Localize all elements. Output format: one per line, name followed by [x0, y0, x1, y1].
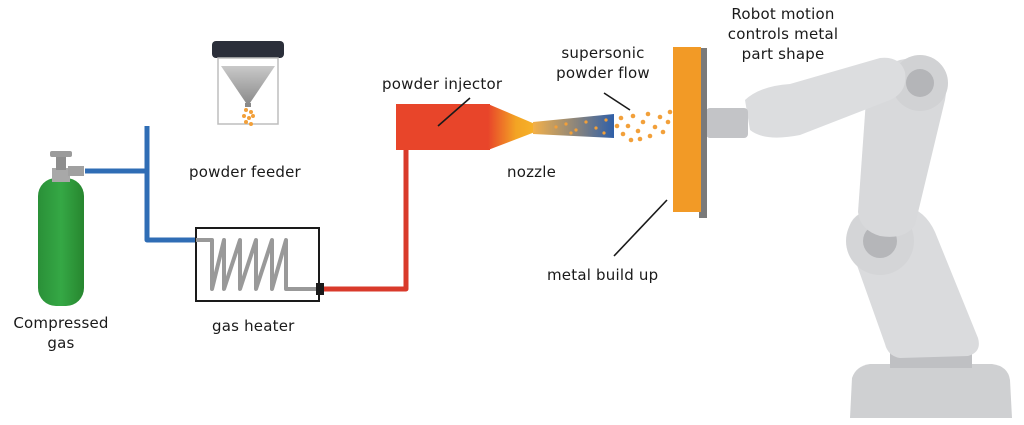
build-plate-backing	[699, 48, 707, 218]
feeder-lid	[212, 41, 284, 58]
label-supersonic-line2: powder flow	[556, 64, 650, 82]
cylinder-neck	[52, 168, 70, 182]
gas-cylinder	[38, 151, 84, 306]
gas-jet	[533, 114, 614, 138]
label-gas-heater: gas heater	[212, 317, 295, 335]
cylinder-regulator	[68, 166, 84, 176]
label-robot-line3: part shape	[741, 45, 825, 63]
cylinder-valve-handle	[50, 151, 72, 157]
leader-supersonic-flow	[603, 92, 631, 111]
leader-powder-injector	[437, 97, 471, 127]
label-robot-motion: Robot motion controls metal part shape	[708, 4, 858, 64]
supersonic-powder-particles	[614, 109, 673, 143]
cold-gas-line	[85, 126, 196, 243]
cylinder-body	[38, 178, 84, 306]
robot-wrist	[706, 108, 748, 138]
heater-outlet	[316, 283, 324, 295]
label-compressed-gas: Compressed gas	[2, 313, 120, 353]
feeder-hopper	[221, 66, 275, 103]
label-powder-injector: powder injector	[382, 75, 503, 93]
feeder-powder-particles	[242, 108, 255, 126]
robot-forearm	[745, 57, 906, 138]
powder-injector	[396, 104, 490, 150]
jet-particles	[554, 118, 608, 135]
robot-base	[850, 364, 1012, 418]
label-supersonic-powder-flow: supersonic powder flow	[536, 43, 670, 83]
label-compressed-gas-line2: gas	[47, 334, 75, 352]
label-robot-line2: controls metal	[727, 25, 839, 43]
metal-build-up-plate	[673, 47, 701, 212]
leader-metal-build-up	[613, 199, 668, 257]
robot-shoulder-joint	[906, 69, 934, 97]
gas-heater	[195, 227, 324, 302]
nozzle	[488, 104, 535, 150]
label-metal-build-up: metal build up	[547, 266, 659, 284]
cylinder-valve	[56, 156, 66, 170]
hot-gas-line	[322, 148, 409, 292]
heater-coil	[196, 238, 319, 291]
label-nozzle: nozzle	[507, 163, 557, 181]
label-powder-feeder: powder feeder	[189, 163, 301, 181]
robot-arm	[706, 55, 1012, 418]
label-compressed-gas-line1: Compressed	[13, 314, 109, 332]
label-supersonic-line1: supersonic	[561, 44, 645, 62]
label-robot-line1: Robot motion	[731, 5, 835, 23]
feeder-spout	[245, 103, 251, 107]
powder-feeder	[212, 41, 284, 126]
